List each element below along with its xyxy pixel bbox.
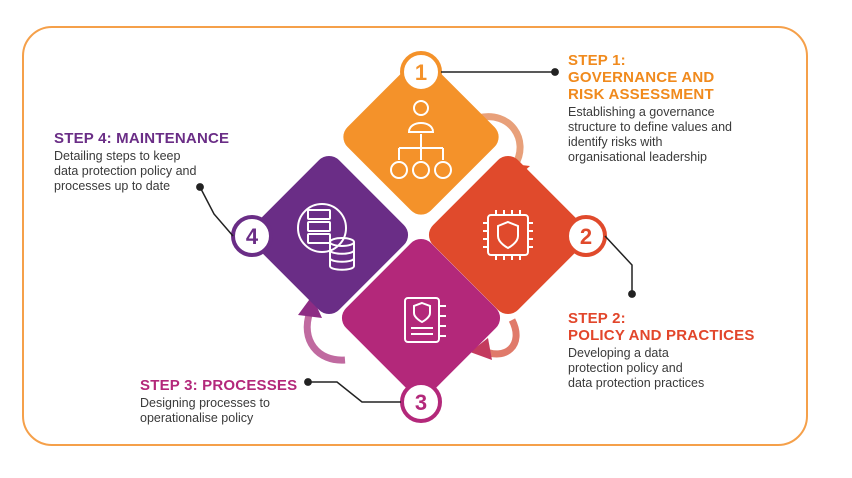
step-number-badge-4: 4 (231, 215, 273, 257)
step-4-label: STEP 4: MAINTENANCE Detailing steps to k… (54, 130, 264, 194)
hierarchy-people-icon (390, 100, 452, 179)
connector-step-4 (196, 183, 234, 237)
step-4-description: Detailing steps to keep data protection … (54, 149, 197, 193)
step-number-badge-2: 2 (565, 215, 607, 257)
step-1-description: Establishing a governance structure to d… (568, 105, 732, 164)
svg-text:2: 2 (580, 224, 592, 249)
connector-step-3 (304, 378, 401, 403)
cycle-arrow-3-4 (298, 296, 346, 364)
diamond-step-2 (428, 155, 588, 315)
chip-shield-icon (483, 210, 533, 260)
svg-text:4: 4 (246, 224, 259, 249)
svg-text:3: 3 (415, 390, 427, 415)
step-1-title: STEP 1: GOVERNANCE AND RISK ASSESSMENT (568, 52, 715, 103)
cycle-arrow-2-3 (470, 318, 520, 360)
step-1-label: STEP 1: GOVERNANCE AND RISK ASSESSMENT E… (568, 52, 808, 165)
step-number-badge-1: 1 (400, 51, 442, 93)
secure-notebook-icon (404, 297, 446, 343)
step-number-badge-3: 3 (400, 381, 442, 423)
svg-text:1: 1 (415, 60, 427, 85)
step-2-title: STEP 2: POLICY AND PRACTICES (568, 310, 755, 344)
step-2-description: Developing a data protection policy and … (568, 346, 705, 390)
connector-step-2 (604, 235, 636, 298)
step-4-title: STEP 4: MAINTENANCE (54, 130, 230, 147)
step-3-label: STEP 3: PROCESSES Designing processes to… (140, 377, 330, 426)
diagram-frame (22, 26, 808, 446)
step-3-description: Designing processes to operationalise po… (140, 396, 270, 425)
step-3-title: STEP 3: PROCESSES (140, 377, 298, 394)
diamond-step-3 (341, 238, 501, 398)
step-2-label: STEP 2: POLICY AND PRACTICES Developing … (568, 310, 808, 391)
database-server-icon (297, 203, 355, 271)
